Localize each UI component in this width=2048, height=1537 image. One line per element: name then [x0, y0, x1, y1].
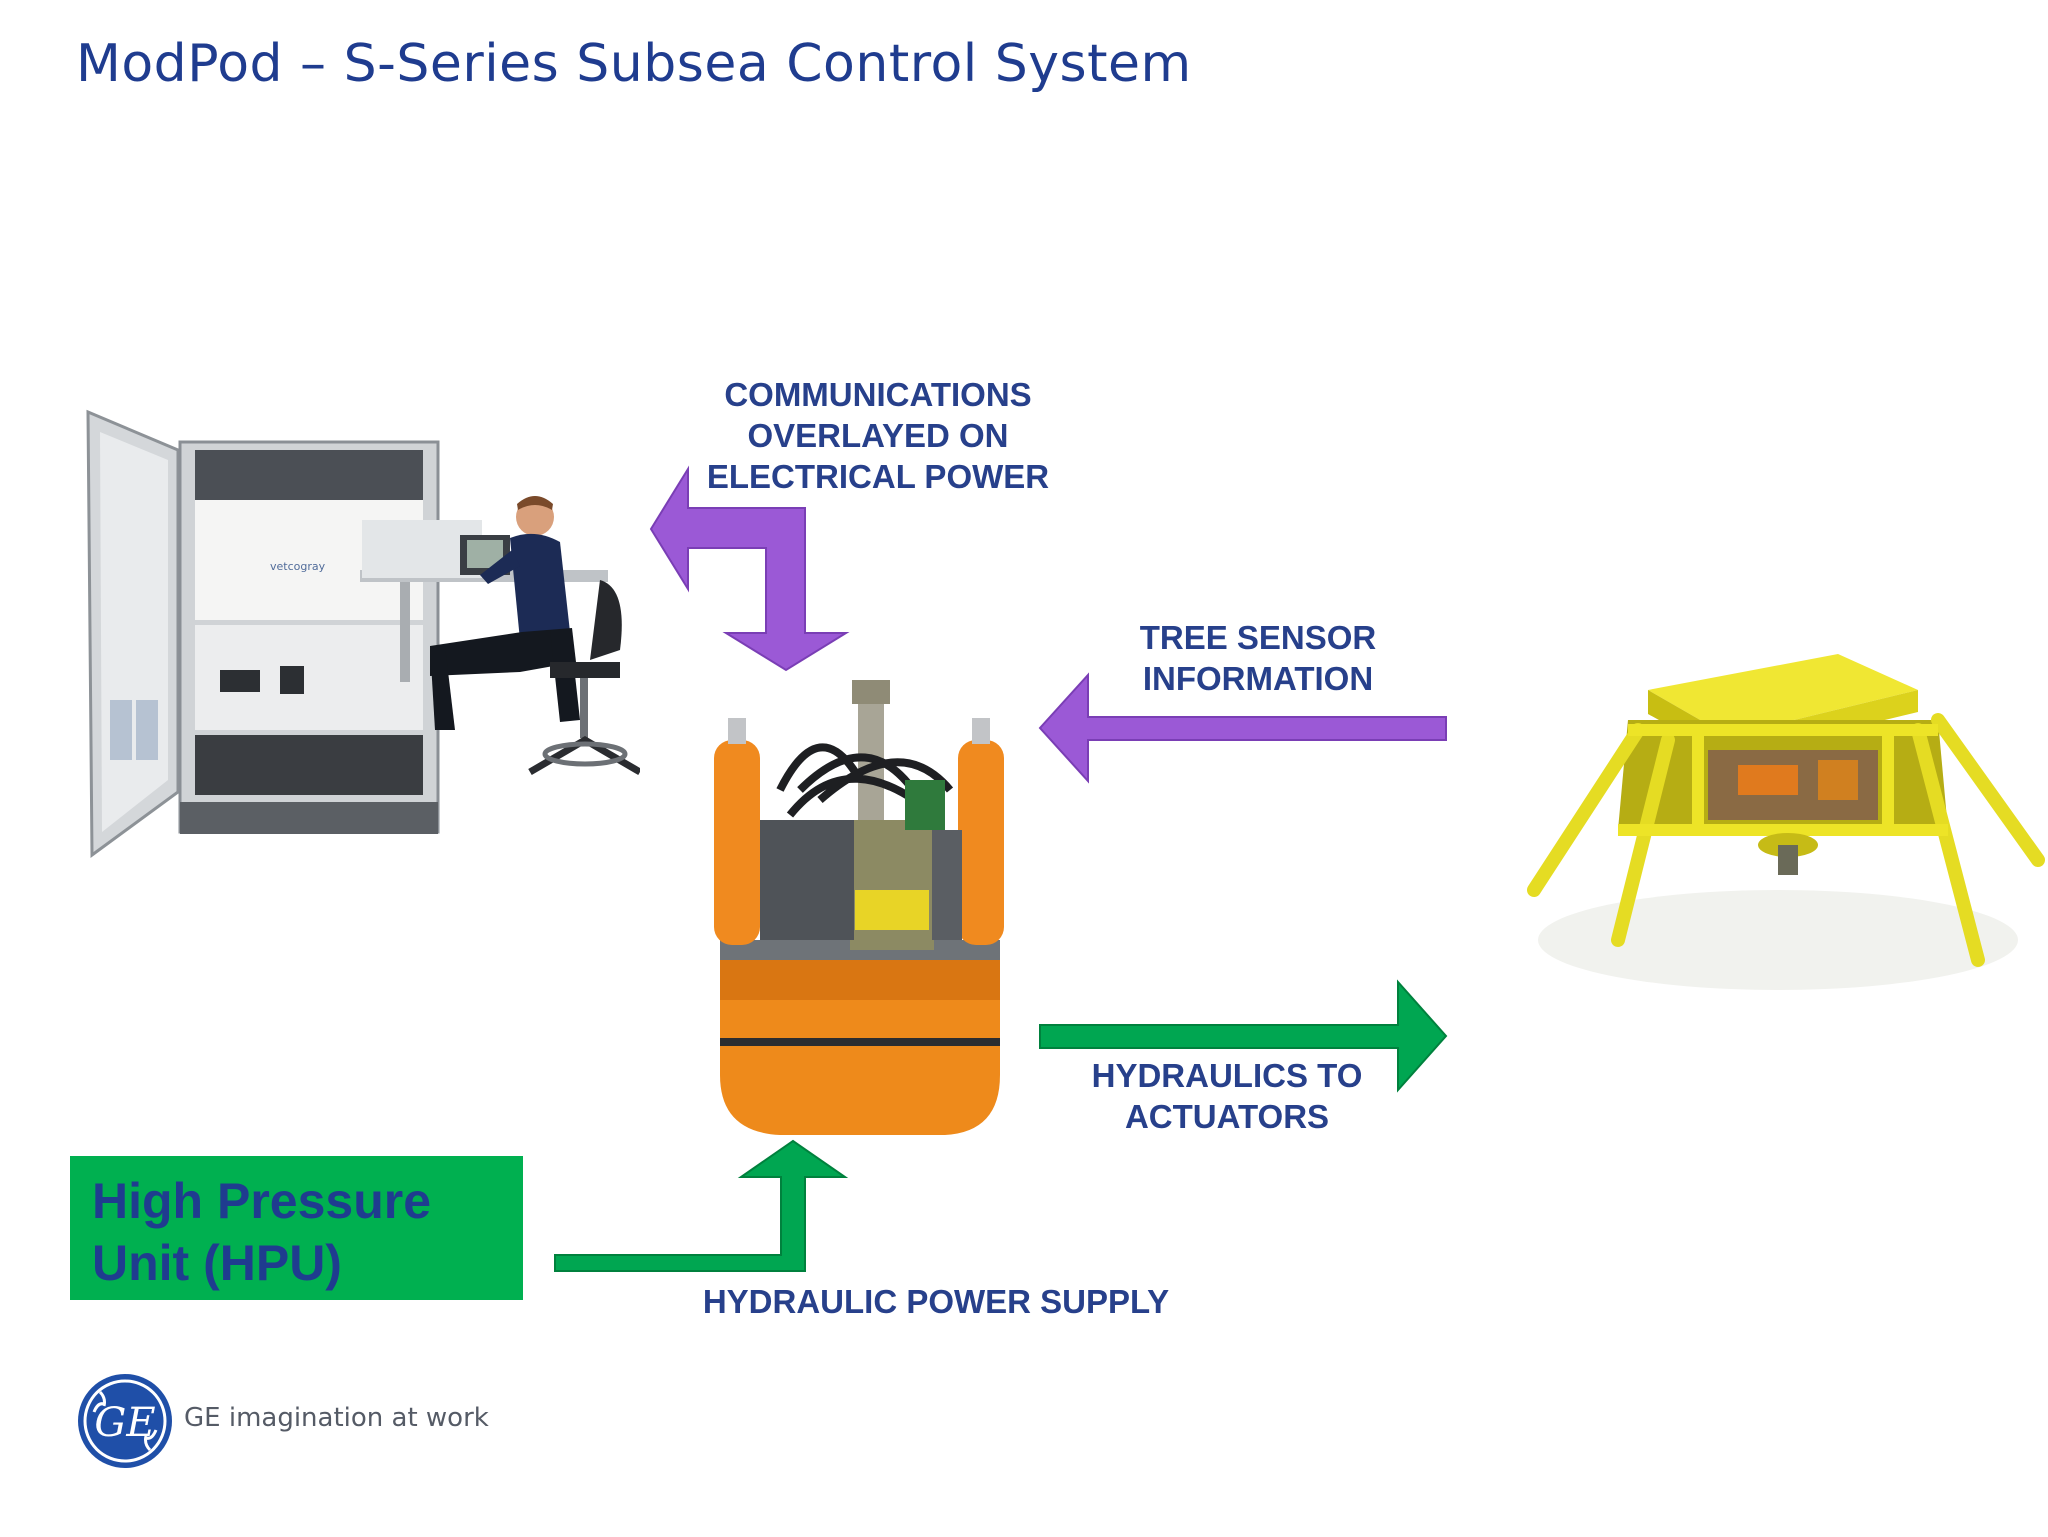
page-title: ModPod – S-Series Subsea Control System	[76, 34, 1192, 94]
topside-control-station-image: vetcogray	[86, 409, 640, 858]
hpu-label: High Pressure Unit (HPU)	[92, 1170, 431, 1294]
ge-tagline: GE imagination at work	[184, 1403, 489, 1433]
tree-sensor-label-line: TREE SENSOR	[1139, 619, 1377, 656]
communications-label-line: ELECTRICAL POWER	[706, 458, 1050, 495]
tree-sensor-label-line: INFORMATION	[1142, 660, 1374, 697]
communications-power-arrow	[649, 465, 850, 672]
tree-sensor-label: TREE SENSOR INFORMATION	[1100, 617, 1416, 699]
tree-sensor-arrow	[1038, 672, 1447, 784]
communications-label-line: OVERLAYED ON	[747, 417, 1009, 454]
ge-logo-mark: GE	[94, 1400, 155, 1446]
hydraulics-label-line: HYDRAULICS TO	[1091, 1057, 1363, 1094]
hydraulics-label-line: ACTUATORS	[1124, 1098, 1330, 1135]
ge-logo-icon: GE	[78, 1374, 172, 1468]
subsea-tree-image	[1527, 654, 2045, 990]
hydraulic-power-arrow-shape	[554, 1139, 849, 1272]
svg-text:vetcogray: vetcogray	[270, 560, 326, 573]
hydraulic-power-label: HYDRAULIC POWER SUPPLY	[702, 1283, 1170, 1320]
hydraulic-power-arrow	[554, 1139, 849, 1272]
hpu-box: High Pressure Unit (HPU)	[70, 1156, 523, 1300]
subsea-control-module-image	[714, 680, 1004, 1135]
tree-sensor-arrow-shape	[1038, 672, 1447, 784]
communications-label: COMMUNICATIONS OVERLAYED ON ELECTRICAL P…	[650, 374, 1106, 497]
hpu-label-line: High Pressure	[92, 1173, 432, 1229]
communications-label-line: COMMUNICATIONS	[724, 376, 1032, 413]
hydraulics-label: HYDRAULICS TO ACTUATORS	[1060, 1055, 1394, 1137]
hpu-label-line: Unit (HPU)	[92, 1235, 342, 1291]
hydraulics-actuators-arrow	[1039, 979, 1448, 1093]
communications-power-arrow-shape	[649, 465, 850, 672]
hydraulics-actuators-arrow-shape	[1039, 979, 1448, 1093]
